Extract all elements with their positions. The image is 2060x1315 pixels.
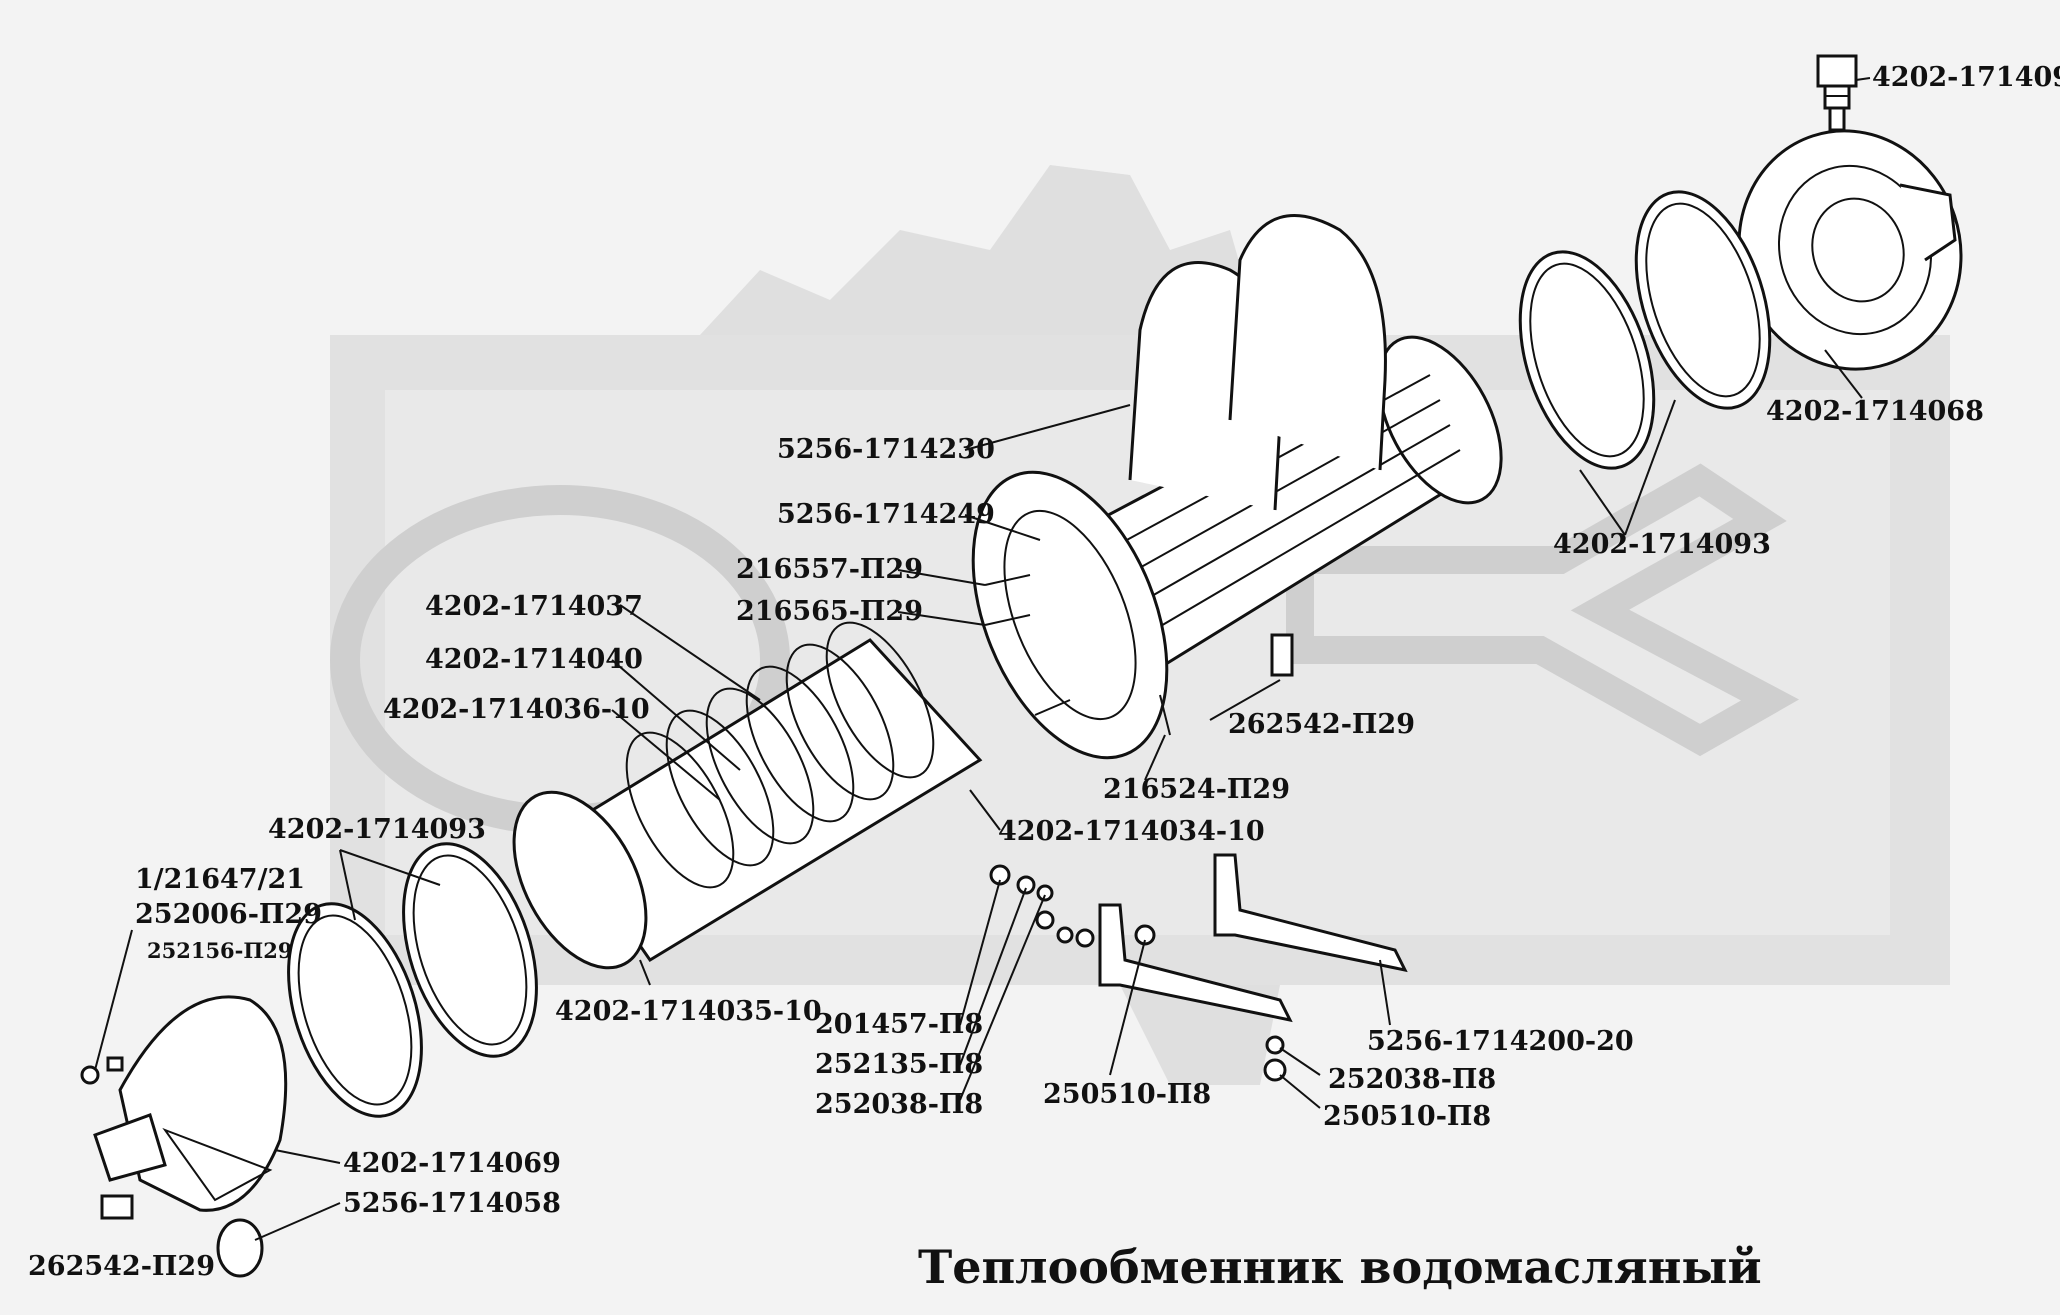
callout-label: 216565-П29 xyxy=(736,596,923,627)
callout-label: 4202-1714040 xyxy=(425,644,643,675)
callout-label: 4202-1714093 xyxy=(268,814,486,845)
callout-label: 250510-П8 xyxy=(1323,1101,1491,1132)
callout-label: 4202-1714093 xyxy=(1553,529,1771,560)
support-bracket xyxy=(1098,853,1408,1023)
leader-lines xyxy=(94,77,1871,1241)
callout-label: 252006-П29 xyxy=(135,899,322,930)
callout-label: 262542-П29 xyxy=(1228,709,1415,740)
callout-label: 4202-1714037 xyxy=(425,591,643,622)
callout-label: 4202-1714035-10 xyxy=(555,996,822,1027)
callout-label: 5256-1714230 xyxy=(777,434,995,465)
drain-plug xyxy=(1816,54,1858,132)
callout-label: 4202-1714036-10 xyxy=(383,694,650,725)
callout-label: 252135-П8 xyxy=(815,1049,983,1080)
callout-label: 4202-1714068 xyxy=(1766,396,1984,427)
end-cover-left xyxy=(93,995,288,1212)
callout-label: 216524-П29 xyxy=(1103,774,1290,805)
callout-label: 252038-П8 xyxy=(815,1089,983,1120)
gasket-ring-right xyxy=(1518,190,1772,470)
callout-label: 4202-1714034-10 xyxy=(998,816,1265,847)
callout-label: 201457-П8 xyxy=(815,1009,983,1040)
callout-label: 1/21647/21 xyxy=(135,864,305,895)
callout-label: 262542-П29 xyxy=(28,1251,215,1282)
tube-bundle xyxy=(512,621,983,970)
callout-label: 250510-П8 xyxy=(1043,1079,1211,1110)
callout-label: 5256-1714249 xyxy=(777,499,995,530)
studs xyxy=(984,574,1171,736)
small-fittings xyxy=(80,633,1294,1278)
clamp-strap xyxy=(1128,214,1387,511)
callout-label: 4202-1714099 xyxy=(1872,62,2060,93)
callout-label: 5256-1714058 xyxy=(343,1188,561,1219)
callout-label: 5256-1714200-20 xyxy=(1367,1026,1634,1057)
callout-label: 252156-П29 xyxy=(147,938,292,963)
diagram-title: Теплообменник водомасляный xyxy=(918,1240,1762,1294)
callout-label: 216557-П29 xyxy=(736,554,923,585)
callout-label: 4202-1714069 xyxy=(343,1148,561,1179)
end-cover-right xyxy=(1737,129,1963,371)
callout-label: 252038-П8 xyxy=(1328,1064,1496,1095)
flange-ring xyxy=(971,470,1169,760)
callout-labels: 4202-1714099 4202-1714068 4202-1714093 5… xyxy=(28,62,2060,1282)
gasket-ring-left xyxy=(287,842,538,1118)
